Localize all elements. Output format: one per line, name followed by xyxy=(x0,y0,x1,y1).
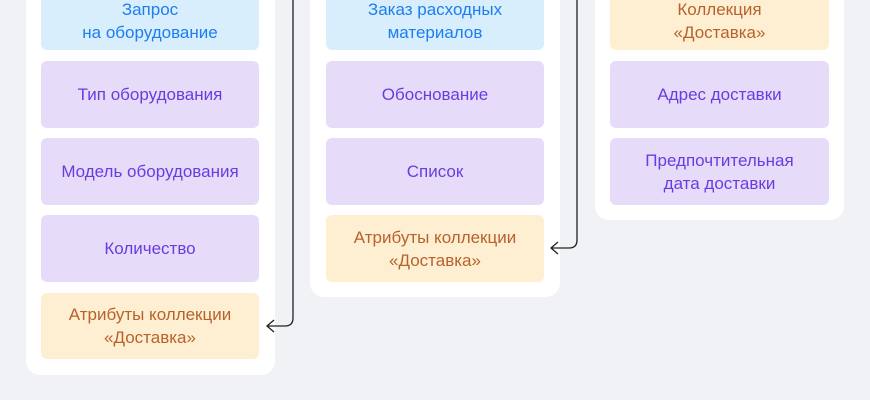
field-delivery-address: Адрес доставки xyxy=(610,61,829,128)
field-equipment-type: Тип оборудования xyxy=(41,61,259,128)
equipment-request-header: Запрос на оборудование xyxy=(41,0,259,50)
field-justification: Обоснование xyxy=(326,61,544,128)
label: Модель оборудования xyxy=(61,162,239,181)
delivery-collection-header: Коллекция «Доставка» xyxy=(610,0,829,50)
label: Заказ расходных материалов xyxy=(367,0,503,42)
field-equipment-model: Модель оборудования xyxy=(41,138,259,205)
label: Атрибуты коллекции «Доставка» xyxy=(68,305,232,347)
label: Запрос на оборудование xyxy=(82,0,218,42)
label: Коллекция «Доставка» xyxy=(673,0,766,42)
label: Адрес доставки xyxy=(657,85,782,104)
consumables-order-header: Заказ расходных материалов xyxy=(326,0,544,50)
label: Предпочтительная дата доставки xyxy=(645,150,794,193)
arrow-to-consumables-delivery xyxy=(550,0,578,255)
delivery-collection-attributes: Атрибуты коллекции «Доставка» xyxy=(326,215,544,282)
label: Атрибуты коллекции «Доставка» xyxy=(353,227,517,270)
field-list: Список xyxy=(326,138,544,205)
arrow-to-equipment-delivery xyxy=(266,0,294,333)
label: Тип оборудования xyxy=(77,85,223,104)
delivery-collection-attributes: Атрибуты коллекции «Доставка» xyxy=(41,293,259,359)
label: Обоснование xyxy=(381,85,489,104)
field-preferred-delivery-date: Предпочтительная дата доставки xyxy=(610,138,829,205)
label: Количество xyxy=(104,239,196,258)
field-quantity: Количество xyxy=(41,215,259,282)
label: Список xyxy=(406,162,464,181)
